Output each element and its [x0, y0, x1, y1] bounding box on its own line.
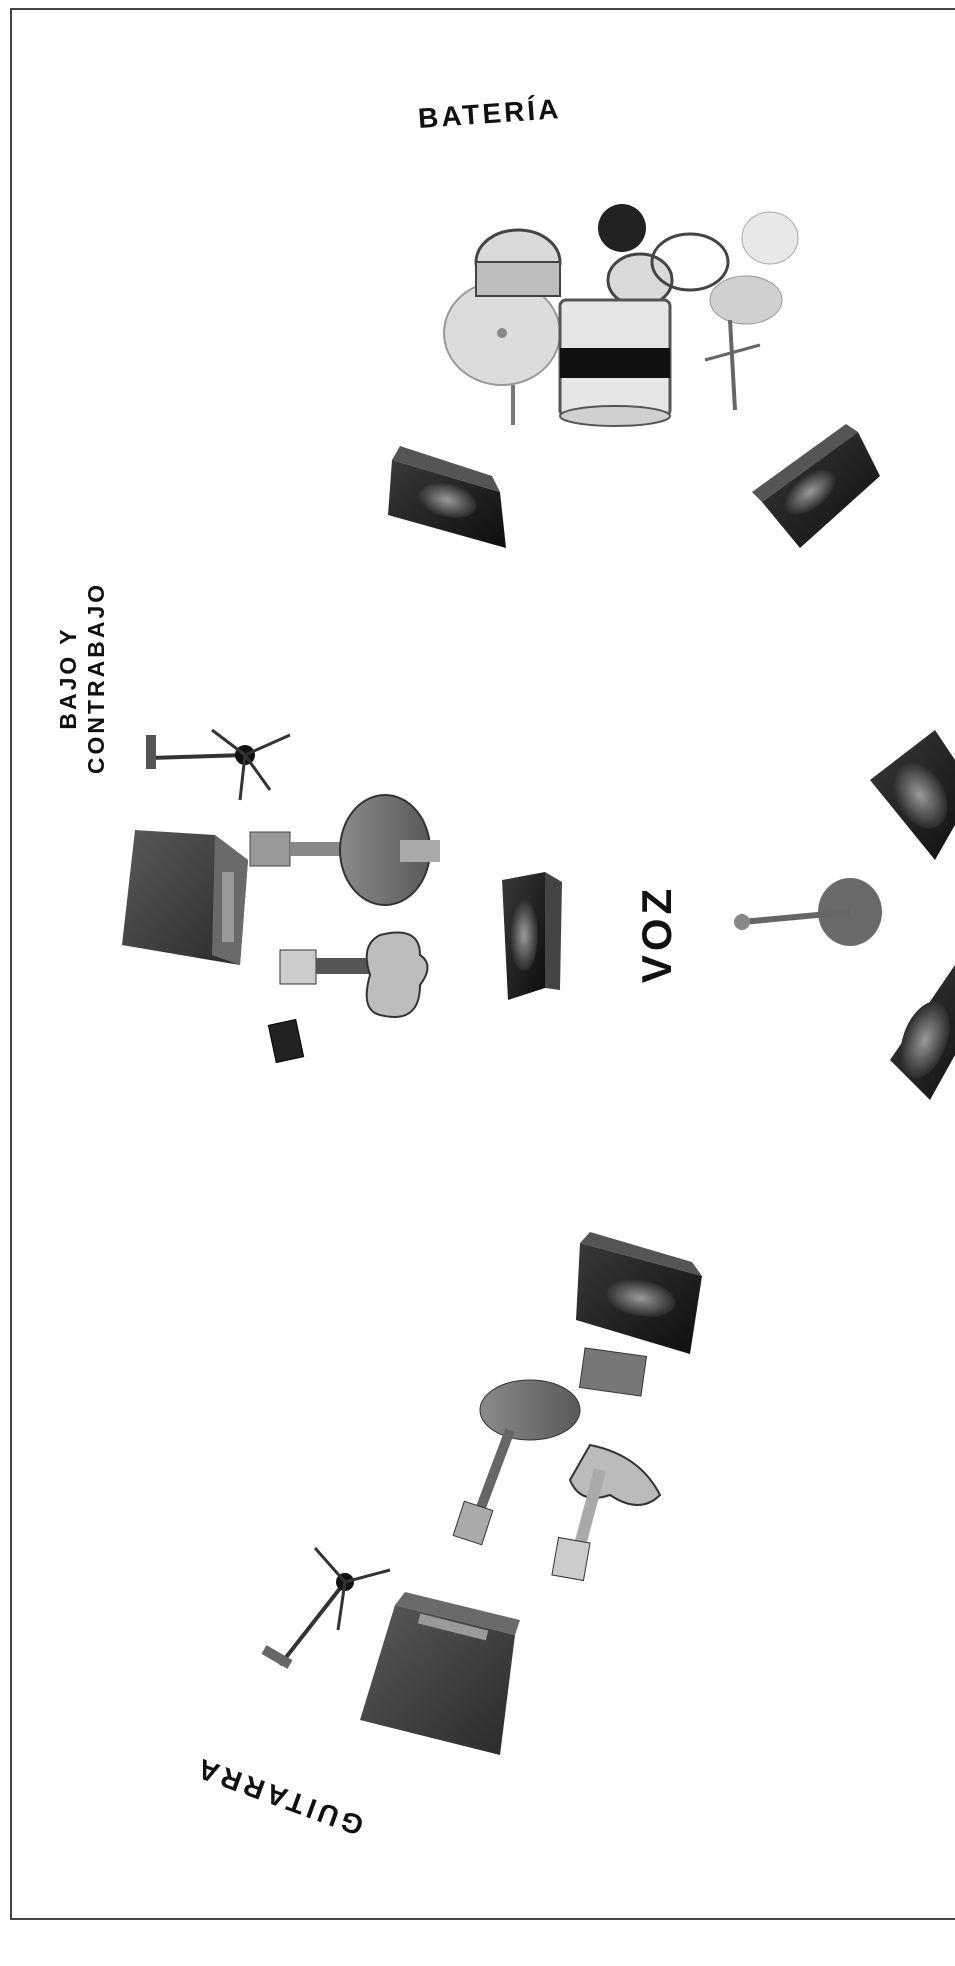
electric-bass-icon [280, 933, 428, 1018]
mic-stand-guitar-icon [262, 1548, 390, 1669]
electric-guitar-icon [552, 1445, 660, 1580]
monitor-speaker-drums-right-icon [752, 424, 880, 548]
monitor-speaker-drums-left-icon [388, 446, 506, 548]
vocal-mic-stand-icon [734, 878, 882, 946]
label-bajo-contrabajo: BAJO Y CONTRABAJO [54, 568, 110, 788]
label-voz: VOZ [633, 885, 681, 983]
monitor-speaker-center-icon [502, 872, 562, 1000]
mic-stand-bass-icon [146, 730, 290, 800]
hihat-icon [710, 276, 782, 324]
bass-pedal-icon [268, 1020, 303, 1063]
splash-cymbal-icon [742, 212, 798, 264]
label-bajo-line2: CONTRABAJO [82, 568, 110, 788]
monitor-speaker-right-upper-icon [870, 730, 955, 860]
drum-kit-icon [444, 204, 798, 426]
guitar-pedalboard-icon [580, 1348, 647, 1396]
double-bass-icon [250, 795, 440, 905]
guitar-amp-icon [360, 1592, 520, 1755]
monitor-speaker-right-lower-icon [890, 965, 955, 1100]
cowbell-icon [598, 204, 646, 252]
acoustic-guitar-icon [453, 1380, 580, 1545]
label-bajo-line1: BAJO Y [54, 568, 82, 788]
bass-amp-icon [122, 830, 248, 965]
monitor-speaker-guitar-icon [576, 1232, 702, 1354]
